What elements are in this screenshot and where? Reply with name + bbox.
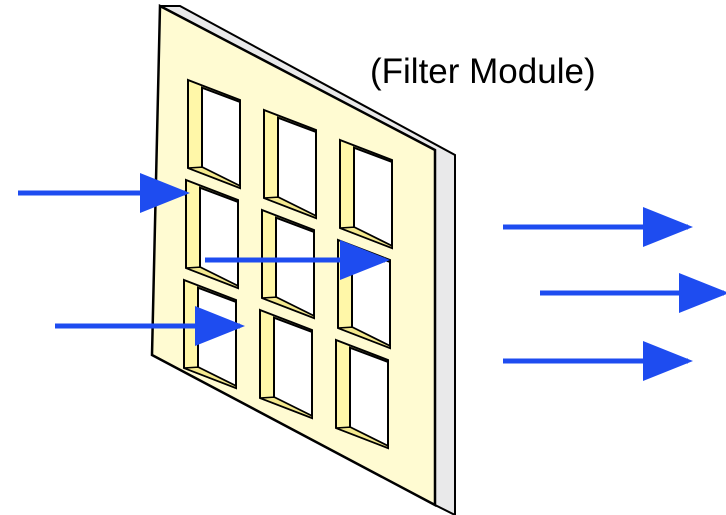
- filter-window: [263, 108, 317, 220]
- filter-window: [261, 208, 315, 320]
- filter-window: [339, 138, 393, 250]
- filter-window: [183, 278, 237, 390]
- window-bottom-wall: [185, 266, 239, 290]
- filter-window: [337, 238, 391, 350]
- filter-window: [185, 178, 239, 290]
- window-bottom-wall: [183, 366, 237, 390]
- filter-window: [259, 308, 313, 420]
- flow-arrows: [18, 173, 726, 381]
- window-bottom-wall: [261, 296, 315, 320]
- filter-module-label: (Filter Module): [370, 52, 596, 91]
- window-bottom-wall: [337, 326, 391, 350]
- window-bottom-wall: [335, 426, 389, 450]
- filter-window: [187, 78, 241, 190]
- window-bottom-wall: [187, 166, 241, 190]
- window-bottom-wall: [259, 396, 313, 420]
- window-bottom-wall: [263, 196, 317, 220]
- filter-window: [335, 338, 389, 450]
